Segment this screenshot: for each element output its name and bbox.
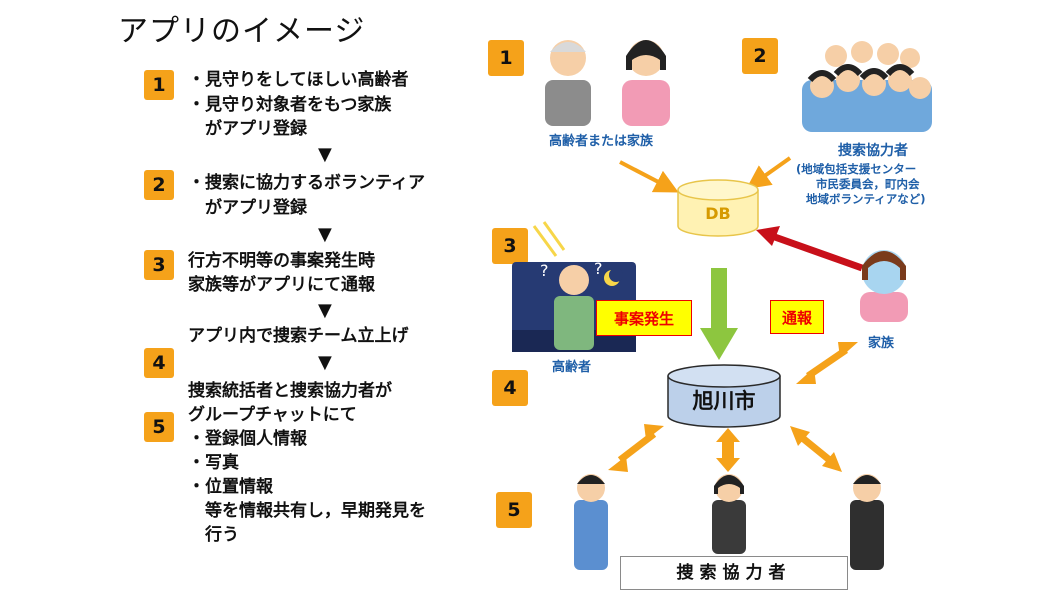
city-label: 旭川市 [692, 389, 756, 413]
elderly-family-label: 高齢者または家族 [549, 134, 654, 149]
step-5-line-7: 行う [188, 525, 239, 545]
asahikawa-city-icon [667, 364, 781, 428]
cooperators-sub-1: (地域包括支援センター [796, 162, 917, 176]
diagram-badge-5: 5 [496, 492, 532, 528]
down-arrow-icon: ▼ [318, 300, 332, 321]
city-searchers-arrows [608, 424, 842, 472]
searchers-label: 捜索協力者 [620, 556, 848, 590]
step-badge-4: 4 [144, 348, 174, 378]
incident-tag: 事案発生 [596, 300, 692, 336]
svg-text:?: ? [540, 261, 549, 280]
diagram-badge-4: 4 [492, 370, 528, 406]
cooperators-sub-2: 市民委員会，町内会 [816, 177, 920, 191]
diagram-badge-2: 2 [742, 38, 778, 74]
step-5-line-2: グループチャットにて [188, 405, 357, 425]
cooperators-label: 捜索協力者 [838, 143, 908, 159]
svg-text:?: ? [594, 259, 603, 278]
step-badge-2: 2 [144, 170, 174, 200]
step-1-line-3: がアプリ登録 [188, 119, 307, 139]
step-badge-1: 1 [144, 70, 174, 100]
family-label: 家族 [868, 336, 895, 351]
cooperators-sub-3: 地域ボランティアなど) [806, 192, 926, 206]
down-arrow-icon: ▼ [318, 352, 332, 373]
db-label: DB [705, 204, 731, 223]
database-icon [677, 179, 759, 237]
city-family-arrow [796, 342, 858, 384]
family-woman-icon [622, 40, 670, 126]
diagram-badge-1: 1 [488, 40, 524, 76]
down-arrow-icon: ▼ [318, 144, 332, 165]
down-arrow-icon: ▼ [318, 224, 332, 245]
step-5-line-3: ・登録個人情報 [188, 429, 307, 449]
elderly-person-icon [545, 40, 591, 126]
step-5-line-4: ・写真 [188, 453, 239, 473]
step-team-line: アプリ内で捜索チーム立上げ [188, 326, 409, 346]
step-1-line-2: ・見守り対象者をもつ家族 [188, 95, 392, 115]
step-2-line-2: がアプリ登録 [188, 198, 307, 218]
step-5-line-5: ・位置情報 [188, 477, 273, 497]
searcher-man-icon [574, 474, 608, 570]
report-tag: 通報 [770, 300, 824, 334]
elderly-label: 高齢者 [552, 360, 592, 375]
volunteers-crowd-icon [802, 41, 932, 132]
searcher-woman-icon [712, 474, 746, 554]
step-5-line-6: 等を情報共有し，早期発見を [188, 501, 426, 521]
step-3-line-1: 行方不明等の事案発生時 [188, 251, 375, 271]
searcher-student-icon [850, 474, 884, 570]
diagram-badge-3: 3 [492, 228, 528, 264]
step-badge-3: 3 [144, 250, 174, 280]
family-member-icon [860, 250, 908, 322]
step-badge-5: 5 [144, 412, 174, 442]
step-1-line-1: ・見守りをしてほしい高齢者 [188, 70, 409, 90]
step-5-line-1: 捜索統括者と捜索協力者が [188, 381, 392, 401]
step-3-line-2: 家族等がアプリにて通報 [188, 275, 375, 295]
step-2-line-1: ・捜索に協力するボランティア [188, 173, 425, 193]
page-title: アプリのイメージ [118, 14, 366, 49]
